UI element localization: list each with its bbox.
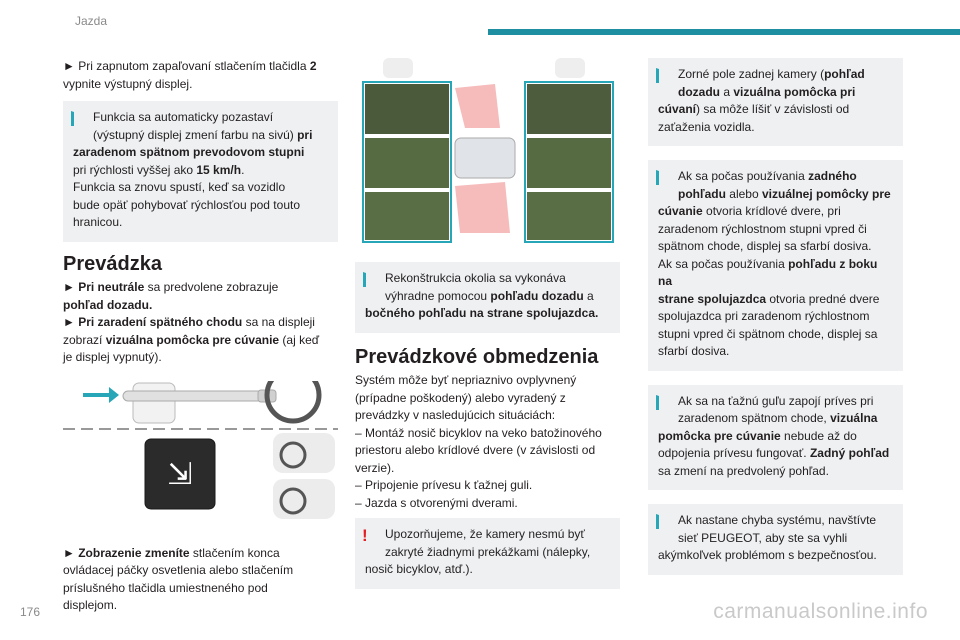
column-left: ► Pri zapnutom zapaľovaní stlačením tlač… xyxy=(63,58,338,621)
info-box-reconstruction: Rekonštrukcia okolia sa vykonáva výhradn… xyxy=(355,262,620,333)
paragraph-limitations: Systém môže byť nepriaznivo ovplyvnený (… xyxy=(355,373,602,510)
camera-views-illustration xyxy=(355,58,620,250)
heading-obmedzenia: Prevádzkové obmedzenia xyxy=(355,345,599,368)
arrow-bullet: ► xyxy=(63,59,75,73)
info-marker-icon xyxy=(363,272,369,287)
info-box-system-fault: Ak nastane chyba systému, navštívte sieť… xyxy=(648,504,903,575)
column-middle: Rekonštrukcia okolia sa vykonáva výhradn… xyxy=(355,58,620,601)
lever-display-illustration: ⇲ xyxy=(63,366,338,541)
page-number: 176 xyxy=(20,605,41,619)
camera-views-svg xyxy=(362,58,614,243)
camera-button-icon xyxy=(144,438,216,509)
info-marker-icon xyxy=(656,170,662,185)
info-marker-icon xyxy=(656,68,662,83)
info-marker-icon xyxy=(656,514,662,529)
info-marker-icon xyxy=(656,394,662,410)
svg-text:⇲: ⇲ xyxy=(167,457,192,492)
paragraph-operation: ► Pri neutrále sa predvolene zobrazuje p… xyxy=(63,280,320,364)
info-box-trailer: Ak sa na ťažnú guľu zapojí príves pri za… xyxy=(648,384,903,490)
heading-prevadzka: Prevádzka xyxy=(63,252,162,275)
header-accent-bar xyxy=(488,29,960,35)
info-marker-icon xyxy=(71,111,77,126)
info-box-field-of-view: Zorné pole zadnej kamery (pohľad dozadu … xyxy=(648,58,903,146)
warning-box-cameras: ! Upozorňujeme, že kamery nesmú byť zakr… xyxy=(355,518,620,589)
watermark: carmanualsonline.info xyxy=(713,600,928,623)
lever-illustration-svg: ⇲ xyxy=(63,366,338,519)
section-title: Jazda xyxy=(75,14,108,28)
paragraph-change-view: ► Zobrazenie zmeníte stlačením konca ovl… xyxy=(63,545,294,613)
paragraph-switch-off: ► Pri zapnutom zapaľovaní stlačením tlač… xyxy=(63,59,317,91)
warning-exclamation-icon: ! xyxy=(362,526,368,545)
column-right: Zorné pole zadnej kamery (pohľad dozadu … xyxy=(648,58,903,587)
info-box-pause: Funkcia sa automaticky pozastaví (výstup… xyxy=(63,101,338,242)
press-arrow-icon xyxy=(83,386,119,403)
info-box-doors: Ak sa počas používania zadného pohľadu a… xyxy=(648,160,903,371)
